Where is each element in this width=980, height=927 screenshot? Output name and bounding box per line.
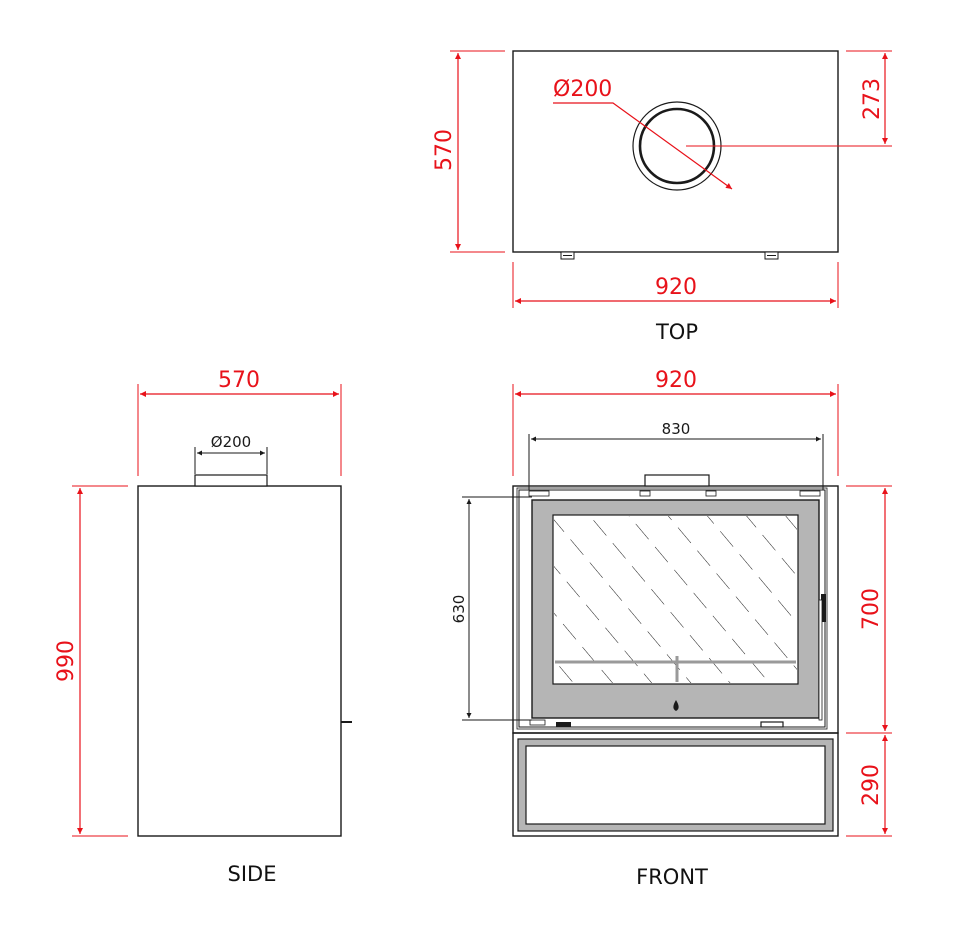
top-depth-dim-label: 570 <box>432 129 457 171</box>
front-width-dim-label: 920 <box>655 368 697 393</box>
side-flue-collar <box>194 474 268 487</box>
top-flue-diameter-leader <box>553 102 733 190</box>
top-flue-diameter-label: Ø200 <box>553 77 612 102</box>
side-depth-dim-label: 570 <box>218 368 260 393</box>
top-width-dim-label: 920 <box>655 275 697 300</box>
front-inner-width-dim-label: 830 <box>662 420 691 438</box>
top-view-label: TOP <box>655 320 698 344</box>
front-glass-height-dim-label: 630 <box>450 595 468 624</box>
front-air-control-left <box>556 722 571 727</box>
top-flue-offset-dim-label: 273 <box>860 78 885 120</box>
front-glass-hatch <box>554 516 797 683</box>
front-view: 920 830 630 700 290 FRONT <box>450 368 892 889</box>
front-flue-collar <box>644 474 710 487</box>
front-base-opening <box>525 745 826 825</box>
top-view: 570 920 273 Ø200 TOP <box>432 50 892 344</box>
side-view-body <box>137 485 342 837</box>
top-view-body <box>512 50 839 253</box>
side-view-label: SIDE <box>228 862 277 886</box>
side-view: 570 Ø200 990 SIDE <box>54 368 352 886</box>
front-flame-logo-icon <box>673 700 679 711</box>
front-base-body <box>512 732 839 837</box>
front-door-handle <box>821 594 826 622</box>
side-height-dim-label: 990 <box>54 640 79 682</box>
front-air-control-right <box>760 721 784 728</box>
front-view-label: FRONT <box>636 865 708 889</box>
front-base-height-dim-label: 290 <box>859 764 884 806</box>
front-firebox-height-dim-label: 700 <box>859 588 884 630</box>
side-flue-dim-label: Ø200 <box>211 433 251 451</box>
